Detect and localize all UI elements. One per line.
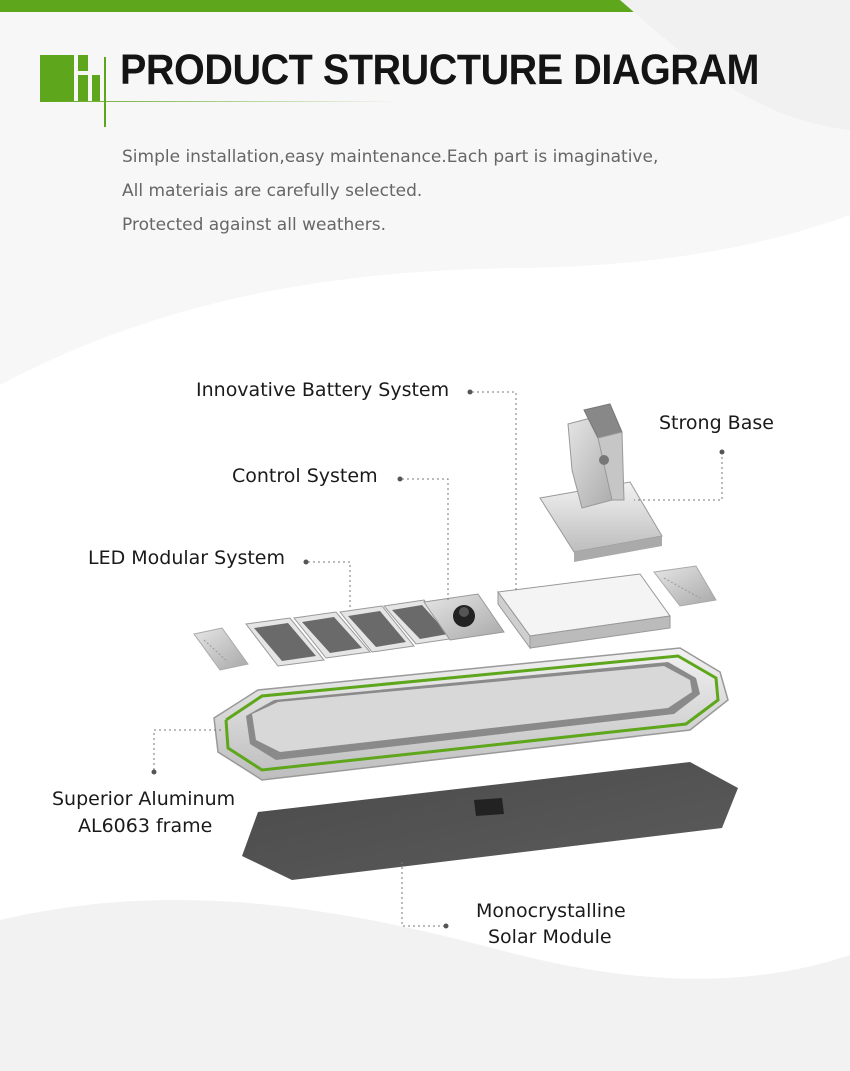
battery-pack <box>497 573 671 650</box>
end-cap-right <box>653 565 717 607</box>
description-line-1: Simple installation,easy maintenance.Eac… <box>122 147 659 167</box>
solar-module-panel <box>242 762 738 880</box>
strong-base-bracket <box>539 403 663 562</box>
page-title: PRODUCT STRUCTURE DIAGRAM <box>120 46 760 94</box>
description-line-2: All materiais are carefully selected. <box>122 181 423 201</box>
label-solar-line-2: Solar Module <box>488 926 612 948</box>
led-module-2 <box>293 611 371 659</box>
label-strong-base: Strong Base <box>659 412 774 434</box>
logo-divider-vertical <box>104 57 106 127</box>
label-solar-line-1: Monocrystalline <box>476 900 626 922</box>
label-frame-line-2: AL6063 frame <box>78 815 213 837</box>
label-frame-line-1: Superior Aluminum <box>52 788 236 810</box>
control-box <box>423 593 505 641</box>
led-end-cap-left <box>193 627 249 671</box>
label-led-modular-system: LED Modular System <box>88 547 286 569</box>
leader-dots <box>151 389 725 929</box>
logo-divider-horizontal <box>40 101 400 102</box>
led-module-1 <box>245 617 325 667</box>
description-line-3: Protected against all weathers. <box>122 215 387 235</box>
aluminum-frame <box>213 647 729 781</box>
label-control-system: Control System <box>232 465 378 487</box>
label-battery-system: Innovative Battery System <box>196 379 450 401</box>
brand-logo-icon <box>40 55 100 101</box>
led-module-3 <box>339 605 415 653</box>
leader-lines <box>153 391 723 927</box>
